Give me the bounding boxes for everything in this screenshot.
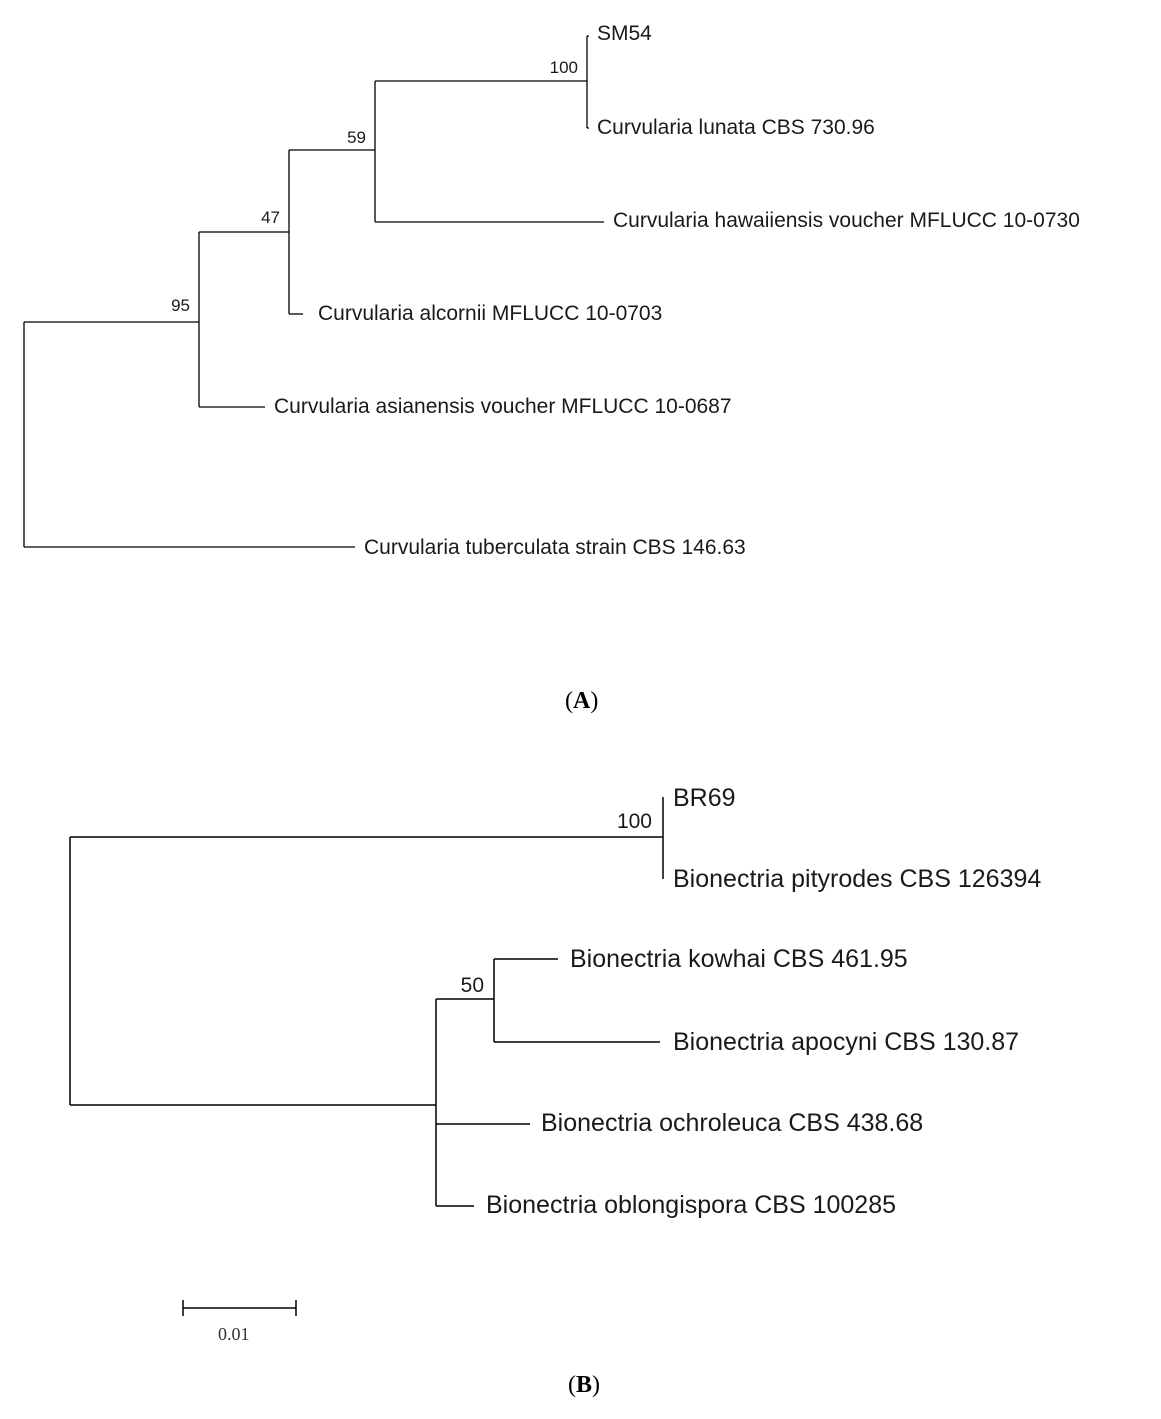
panel-a-caption-close: ) (590, 688, 599, 714)
panel-a-caption: (A) (565, 688, 598, 715)
tree-b-tip-pityrodes: Bionectria pityrodes CBS 126394 (673, 865, 1041, 893)
panel-a-caption-letter: A (573, 688, 591, 714)
tree-a-tip-lunata: Curvularia lunata CBS 730.96 (597, 116, 875, 139)
tree-b-tip-oblongispora: Bionectria oblongispora CBS 100285 (486, 1191, 896, 1219)
panel-b-caption-open: ( (568, 1372, 576, 1398)
tree-b-bootstrap-100: 100 (617, 810, 652, 833)
tree-a-tip-alcornii: Curvularia alcornii MFLUCC 10-0703 (318, 302, 662, 325)
tree-a-bootstrap-100: 100 (550, 58, 578, 77)
panel-b-caption-close: ) (592, 1372, 601, 1398)
panel-a-caption-open: ( (565, 688, 573, 714)
tree-a-tip-sm54: SM54 (597, 22, 652, 45)
tree-b-tip-kowhai: Bionectria kowhai CBS 461.95 (570, 945, 908, 973)
tree-a-tip-hawaiiensis: Curvularia hawaiiensis voucher MFLUCC 10… (613, 209, 1080, 232)
tree-b-tip-apocyni: Bionectria apocyni CBS 130.87 (673, 1028, 1019, 1056)
scale-bar-label: 0.01 (218, 1324, 250, 1344)
tree-b: 100 50 BR69 Bionectria pityrodes CBS 126… (69, 784, 1041, 1219)
scale-bar (182, 1300, 297, 1316)
tree-b-tip-br69: BR69 (673, 784, 736, 812)
tree-a-bootstrap-95: 95 (171, 296, 190, 315)
tree-b-bootstrap-50: 50 (461, 974, 484, 997)
tree-a: 100 59 47 95 SM54 Curvularia lunata CBS … (23, 22, 1080, 559)
tree-b-tip-ochroleuca: Bionectria ochroleuca CBS 438.68 (541, 1109, 923, 1137)
tree-a-bootstrap-59: 59 (347, 128, 366, 147)
panel-b-caption-letter: B (576, 1372, 593, 1398)
tree-a-bootstrap-47: 47 (261, 208, 280, 227)
tree-a-tip-tuberculata: Curvularia tuberculata strain CBS 146.63 (364, 536, 746, 559)
panel-b-caption: (B) (568, 1372, 600, 1399)
tree-a-tip-asianensis: Curvularia asianensis voucher MFLUCC 10-… (274, 395, 732, 418)
